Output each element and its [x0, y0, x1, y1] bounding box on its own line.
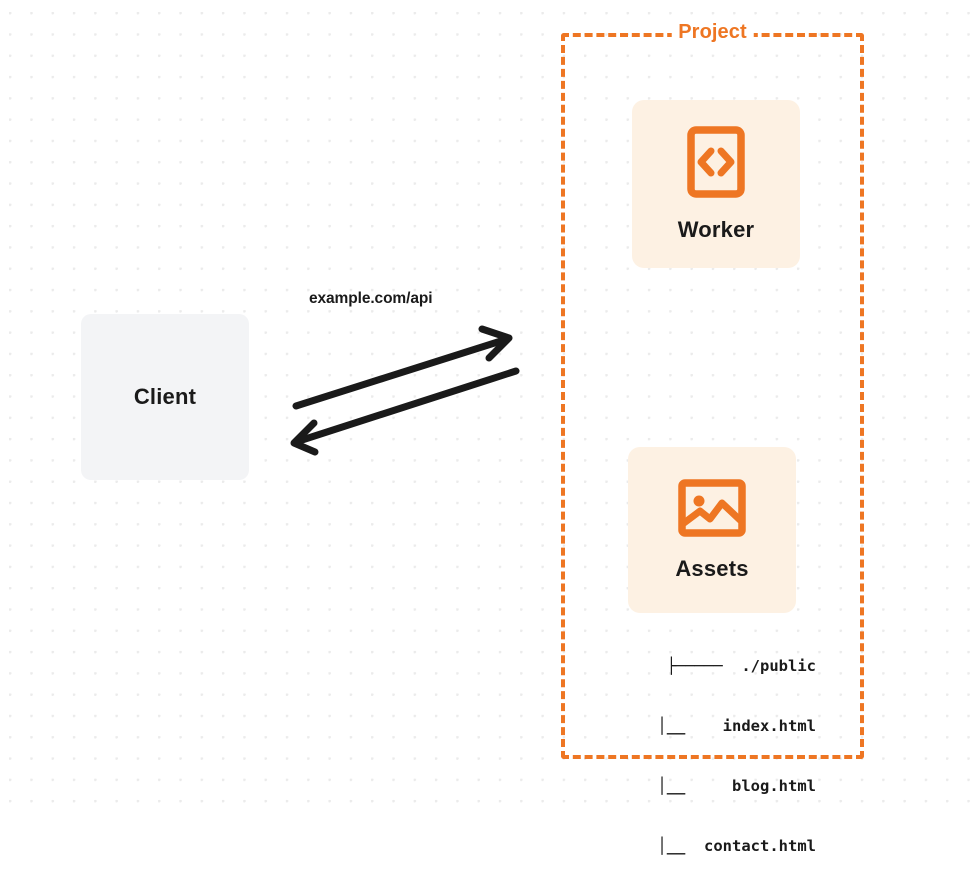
worker-label: Worker [677, 216, 755, 242]
file-tree-row: │__ index.html [620, 717, 816, 735]
client-label: Client [133, 384, 197, 409]
file-tree-row: ├───── ./public [666, 657, 816, 675]
project-title: Project [671, 21, 754, 45]
code-brackets-icon [687, 125, 745, 203]
connection-label: example.com/api [309, 290, 433, 307]
image-icon [678, 478, 746, 542]
request-arrow [292, 325, 513, 410]
worker-card[interactable]: Worker [632, 100, 800, 268]
project-group: Project Worker Assets [561, 21, 864, 855]
response-arrow [290, 367, 520, 456]
file-tree: ├───── ./public │__ index.html │__ blog.… [608, 616, 816, 896]
client-node[interactable]: Client [81, 314, 249, 480]
diagram-canvas: Client example.com/api Project [0, 0, 980, 855]
assets-card[interactable]: Assets [628, 447, 796, 613]
assets-label: Assets [675, 555, 749, 581]
file-tree-row: │__ contact.html [620, 837, 816, 855]
file-tree-row: │__ blog.html [620, 777, 816, 795]
